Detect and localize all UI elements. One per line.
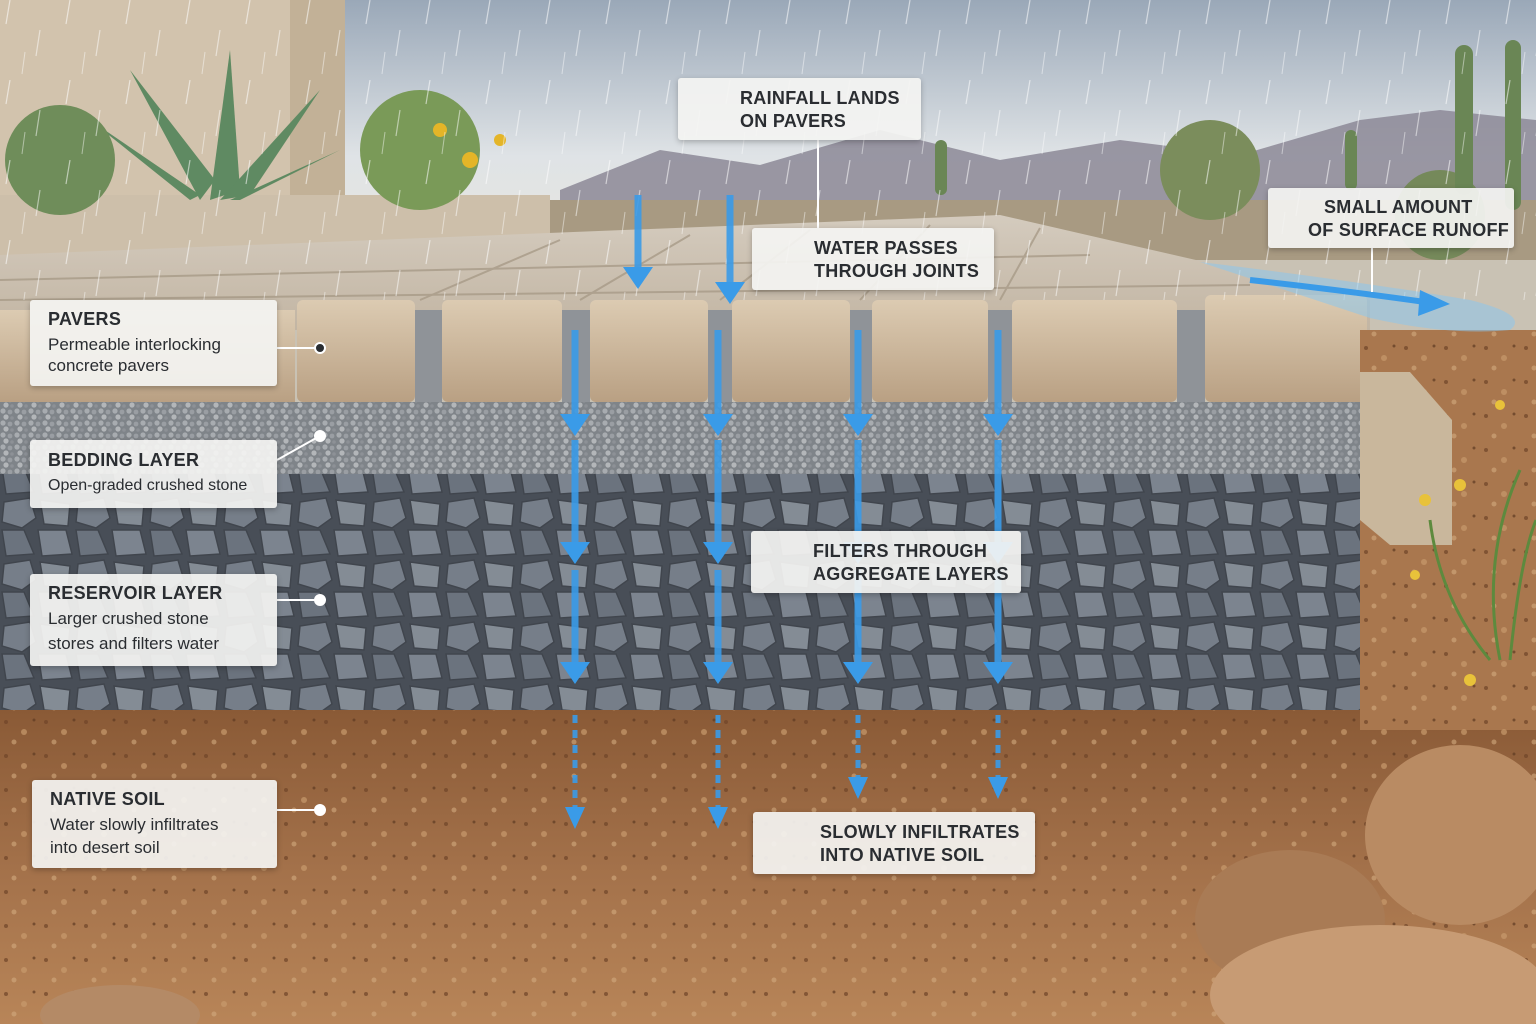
bedding-arrow-2-head — [703, 542, 733, 564]
soil-arrow-2-head — [708, 807, 728, 829]
joint-arrow-3-head — [843, 414, 873, 436]
grass-blades — [1428, 469, 1536, 661]
rainfall-callout: RAINFALL LANDS ON PAVERS — [678, 78, 921, 140]
reservoir-arrow-4-head — [983, 662, 1013, 684]
leader-dot-pavers — [314, 342, 326, 354]
runoff-callout: SMALL AMOUNT OF SURFACE RUNOFF — [1268, 188, 1514, 248]
filters-line2: AGGREGATE LAYERS — [813, 564, 1009, 584]
rain-arrow-1-head — [623, 267, 653, 289]
runoff-line2: OF SURFACE RUNOFF — [1308, 220, 1510, 240]
callout-leaders — [276, 140, 1373, 816]
pavers-title: PAVERS — [48, 309, 122, 329]
soil-arrow-3-head — [848, 777, 868, 799]
joint-arrow-2-head — [703, 414, 733, 436]
native-soil-desc-line1: Water slowly infiltrates — [50, 815, 219, 834]
reservoir-desc-line1: Larger crushed stone — [48, 609, 209, 628]
paver-blocks — [0, 295, 1367, 402]
reservoir-arrow-2-head — [703, 662, 733, 684]
joints-callout: WATER PASSES THROUGH JOINTS — [752, 228, 994, 290]
infiltrates-line2: INTO NATIVE SOIL — [820, 845, 985, 865]
pavers-desc-line2: concrete pavers — [48, 356, 169, 375]
reservoir-arrow-1-head — [560, 662, 590, 684]
leader-dot-bedding — [314, 430, 326, 442]
joint-arrow-1-head — [560, 414, 590, 436]
filters-line1: FILTERS THROUGH — [813, 541, 988, 561]
soil-arrow-1-head — [565, 807, 585, 829]
native-soil-callout: NATIVE SOIL Water slowly infiltrates int… — [32, 780, 277, 868]
joint-arrow-4-head — [983, 414, 1013, 436]
bedding-desc: Open-graded crushed stone — [48, 477, 248, 494]
bedding-title: BEDDING LAYER — [48, 450, 200, 470]
reservoir-title: RESERVOIR LAYER — [48, 583, 223, 603]
runoff-arrow-head — [1418, 290, 1450, 316]
runoff-arrow-shaft — [1249, 277, 1426, 305]
rainfall-line1: RAINFALL LANDS — [740, 88, 900, 108]
boulders — [40, 745, 1536, 1024]
pavers-desc-line1: Permeable interlocking — [48, 335, 221, 354]
joints-line2: THROUGH JOINTS — [814, 261, 980, 281]
pavers-callout: PAVERS Permeable interlocking concrete p… — [30, 300, 277, 386]
rainfall-line2: ON PAVERS — [740, 111, 847, 131]
filters-callout: FILTERS THROUGH AGGREGATE LAYERS — [751, 531, 1021, 593]
soil-arrow-4-head — [988, 777, 1008, 799]
reservoir-callout: RESERVOIR LAYER Larger crushed stone sto… — [30, 574, 277, 666]
runoff-line1: SMALL AMOUNT — [1324, 197, 1473, 217]
rain-arrow-2-head — [715, 282, 745, 304]
reservoir-desc-line2: stores and filters water — [48, 634, 220, 653]
desert-flowers — [1410, 400, 1505, 686]
leader-dot-reservoir — [314, 594, 326, 606]
infiltrates-line1: SLOWLY INFILTRATES — [820, 822, 1020, 842]
native-soil-title: NATIVE SOIL — [50, 789, 165, 809]
infiltrates-callout: SLOWLY INFILTRATES INTO NATIVE SOIL — [753, 812, 1035, 874]
reservoir-arrow-3-head — [843, 662, 873, 684]
surface-runoff-water — [1200, 262, 1515, 332]
native-soil-desc-line2: into desert soil — [50, 838, 160, 857]
bedding-arrow-1-head — [560, 542, 590, 564]
joints-line1: WATER PASSES — [814, 238, 958, 258]
leader-dot-soil — [314, 804, 326, 816]
bedding-callout: BEDDING LAYER Open-graded crushed stone — [30, 440, 277, 508]
